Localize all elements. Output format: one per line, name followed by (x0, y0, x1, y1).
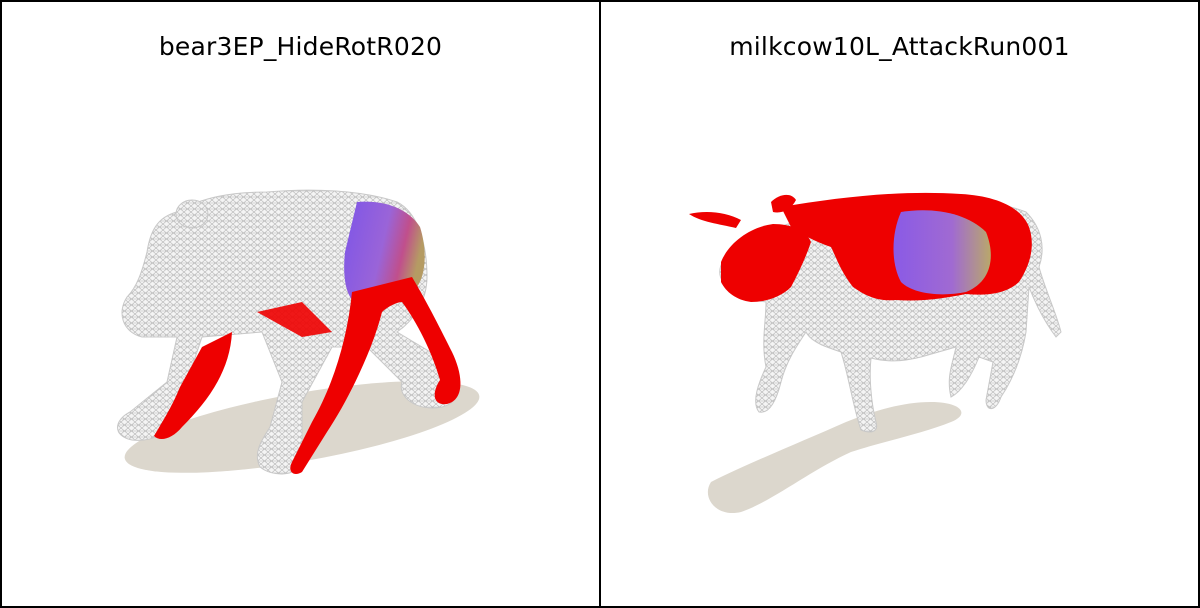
bear-render (117, 189, 480, 475)
panel-title-bear: bear3EP_HideRotR020 (158, 32, 443, 61)
panel-title-cow: milkcow10L_AttackRun001 (729, 32, 1070, 61)
bear-ear (175, 199, 209, 229)
panel-bear: bear3EP_HideRotR020 (2, 2, 601, 606)
cow-render (689, 192, 1062, 514)
bear-red-back-leg (290, 277, 461, 474)
cow-ear (771, 194, 796, 213)
bear-red-belly (257, 302, 332, 337)
cow-shadow (707, 402, 962, 514)
cow-purple-patch (893, 210, 991, 295)
panel-cow: milkcow10L_AttackRun001 (601, 2, 1198, 606)
bear-red-front-leg (154, 332, 232, 439)
cow-red-head (721, 224, 811, 302)
cow-horn (689, 212, 741, 228)
